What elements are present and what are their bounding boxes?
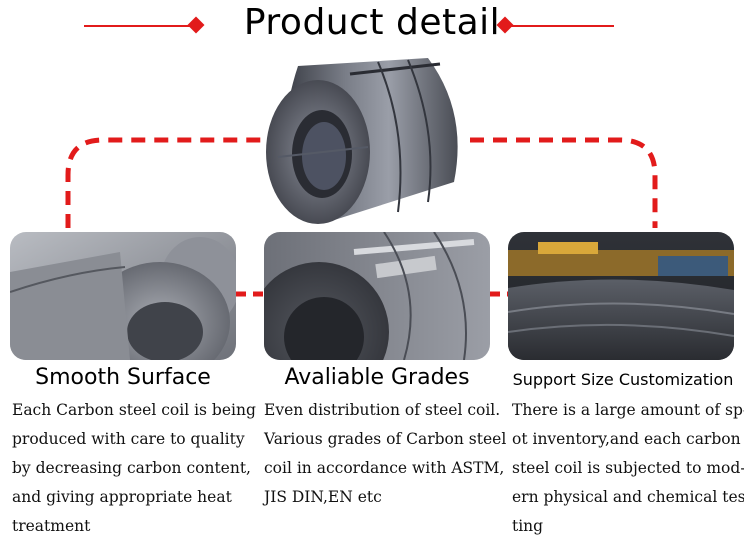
header-right-line xyxy=(506,25,614,27)
description-line: produced with care to quality xyxy=(12,430,245,448)
feature-description-available-grades: Even distribution of steel coil. Various… xyxy=(264,396,506,512)
description-line: Even distribution of steel coil. xyxy=(264,401,501,419)
description-line: Various grades of Carbon steel xyxy=(264,430,507,448)
steel-coil-image xyxy=(266,58,458,224)
description-line: There is a large amount of sp- xyxy=(512,401,744,419)
description-line: steel coil is subjected to mod- xyxy=(512,459,744,477)
description-line: ern physical and chemical tes- xyxy=(512,488,744,506)
feature-heading-size-customization: Support Size Customization xyxy=(512,370,734,389)
description-line: and giving appropriate heat xyxy=(12,488,232,506)
description-line: Each Carbon steel coil is being xyxy=(12,401,256,419)
page-title: Product detail xyxy=(243,2,501,43)
description-line: ot inventory,and each carbon xyxy=(512,430,741,448)
available-grades-photo xyxy=(264,232,490,360)
description-line: coil in accordance with ASTM, xyxy=(264,459,505,477)
feature-description-smooth-surface: Each Carbon steel coil is being produced… xyxy=(12,396,256,541)
description-line: ting xyxy=(512,517,544,535)
size-customization-photo xyxy=(508,232,734,360)
description-line: JIS DIN,EN etc xyxy=(264,488,382,506)
smooth-surface-photo xyxy=(10,232,236,360)
description-line: treatment xyxy=(12,517,91,535)
feature-description-size-customization: There is a large amount of sp- ot invent… xyxy=(512,396,744,541)
feature-heading-smooth-surface: Smooth Surface xyxy=(35,365,211,390)
header-left-line xyxy=(84,25,194,27)
description-line: by decreasing carbon content, xyxy=(12,459,251,477)
feature-heading-available-grades: Avaliable Grades xyxy=(284,365,470,390)
